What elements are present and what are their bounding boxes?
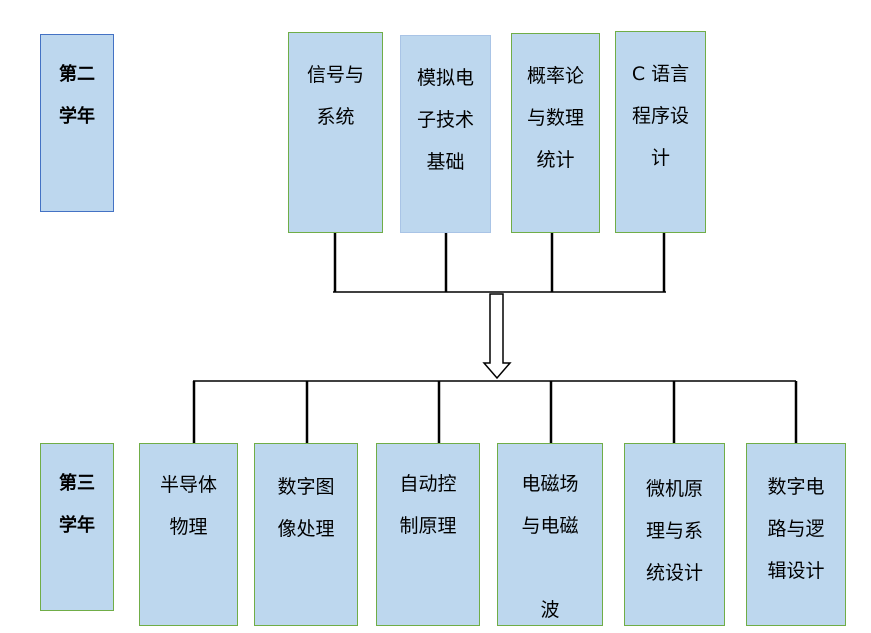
year3-label: 第三 学年: [59, 473, 95, 536]
course-electromagnetic: 电磁场 与电磁 波: [497, 443, 603, 626]
course-microcomputer: 微机原 理与系 统设计: [624, 443, 725, 626]
course-signals-systems: 信号与 系统: [288, 32, 383, 233]
course-label: 自动控 制原理: [399, 473, 457, 537]
course-automatic-control: 自动控 制原理: [376, 443, 480, 626]
course-label: 数字图 像处理: [277, 476, 335, 540]
course-digital-image-processing: 数字图 像处理: [254, 443, 358, 626]
course-label: 半导体 物理: [159, 474, 217, 538]
year2-label: 第二 学年: [59, 64, 95, 127]
course-label: 数字电 路与逻 辑设计: [767, 476, 825, 582]
course-analog-electronics: 模拟电 子技术 基础: [400, 35, 491, 233]
course-semiconductor-physics: 半导体 物理: [139, 443, 238, 626]
course-label: 电磁场 与电磁 波: [521, 473, 579, 621]
course-label: 概率论 与数理 统计: [526, 65, 584, 171]
course-digital-logic: 数字电 路与逻 辑设计: [746, 443, 846, 626]
down-arrow: [482, 293, 512, 380]
course-label: C 语言 程序设 计: [631, 63, 690, 169]
course-label: 信号与 系统: [306, 64, 364, 128]
course-label: 模拟电 子技术 基础: [416, 67, 474, 173]
year3-label-box: 第三 学年: [40, 443, 114, 611]
course-label: 微机原 理与系 统设计: [645, 478, 703, 584]
course-c-language: C 语言 程序设 计: [615, 31, 706, 233]
course-probability-statistics: 概率论 与数理 统计: [511, 33, 600, 233]
year2-label-box: 第二 学年: [40, 34, 114, 212]
